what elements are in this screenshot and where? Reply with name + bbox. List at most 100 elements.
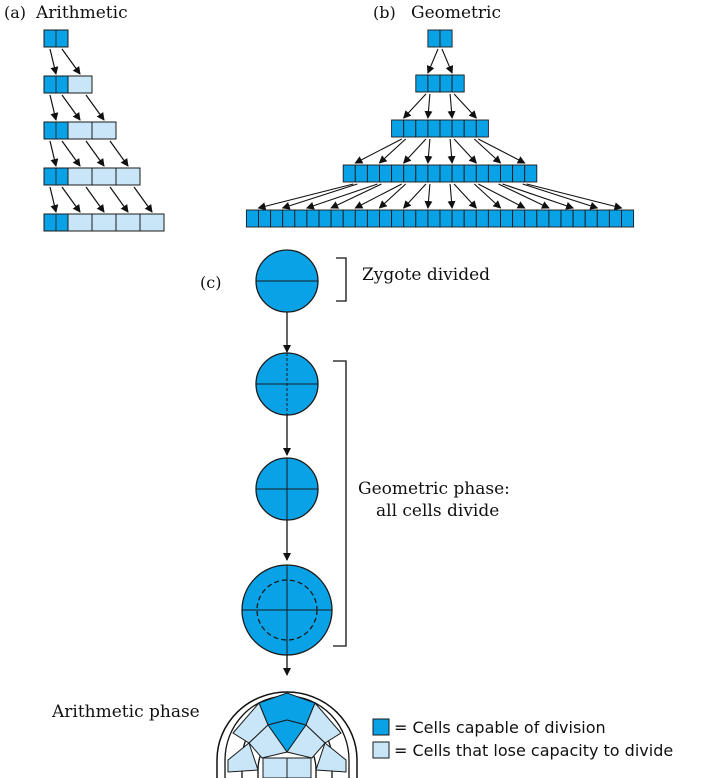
geo-cell — [294, 209, 308, 228]
geo-arrow — [424, 183, 433, 209]
legend-label-dividing: = Cells capable of division — [394, 718, 606, 737]
geo-cell — [415, 164, 429, 183]
geo-cell — [512, 209, 526, 228]
panel-a-title: Arithmetic — [35, 3, 128, 23]
geo-cell — [415, 119, 429, 138]
geo-arrow — [441, 48, 454, 74]
geo-cell — [596, 209, 610, 228]
arith-arrow — [85, 140, 105, 167]
arith-cell-non-dividing — [91, 213, 117, 232]
geo-cell — [427, 164, 441, 183]
legend-swatch-dividing — [372, 718, 390, 736]
zygote-label: Zygote divided — [362, 265, 490, 285]
arith-arrow — [61, 140, 81, 167]
bracket-zygote — [336, 257, 347, 302]
panel-b-marker: (b) — [373, 3, 396, 22]
geo-cell — [282, 209, 296, 228]
geo-cell — [500, 164, 514, 183]
arith-arrow — [109, 140, 129, 167]
geo-cell — [560, 209, 574, 228]
arith-arrow — [133, 186, 153, 213]
geo-arrow — [522, 183, 599, 210]
geo-arrow — [498, 183, 550, 209]
zygote-divided-circle — [255, 249, 319, 313]
geo-arrow — [257, 183, 354, 211]
arith-cell-non-dividing — [67, 213, 93, 232]
geo-cell — [451, 209, 465, 228]
geo-cell — [512, 164, 526, 183]
arith-cell-non-dividing — [139, 213, 165, 232]
arithmetic-cascade — [43, 29, 165, 232]
geo-cell — [475, 119, 489, 138]
geo-arrow — [378, 183, 407, 209]
geo-cell — [342, 164, 356, 183]
geo-cell — [524, 209, 538, 228]
geo-cell — [354, 164, 368, 183]
geo-cell — [487, 209, 501, 228]
geo-cell — [475, 209, 489, 228]
geo-cell — [366, 164, 380, 183]
geometric-phase-label-line2: all cells divide — [376, 501, 499, 521]
bracket-geometric-phase — [333, 360, 347, 647]
geo-arrow — [403, 93, 427, 119]
geo-cell — [403, 209, 417, 228]
geo-cell — [270, 209, 284, 228]
geo-arrow — [403, 138, 427, 164]
geo-cell — [342, 209, 356, 228]
geo-cell — [451, 119, 465, 138]
arith-cell-non-dividing — [115, 167, 141, 186]
arith-cell-non-dividing — [91, 121, 117, 140]
geo-cell — [354, 209, 368, 228]
geo-arrow — [478, 183, 526, 209]
geo-arrow — [378, 138, 407, 164]
legend-label-non-dividing: = Cells that lose capacity to divide — [394, 741, 673, 760]
arith-arrow — [49, 94, 59, 121]
arith-cell-non-dividing — [91, 167, 117, 186]
arith-arrow — [61, 48, 81, 75]
panel-a-marker: (a) — [4, 3, 26, 22]
geo-cell — [306, 209, 320, 228]
geo-cell — [439, 74, 453, 93]
geo-cell — [451, 164, 465, 183]
arith-arrow — [61, 186, 81, 213]
geo-arrow — [281, 183, 358, 210]
geo-arrow — [453, 138, 477, 164]
geo-arrow — [473, 183, 502, 209]
geo-cell — [584, 209, 598, 228]
geo-cell — [391, 209, 405, 228]
arithmetic-phase-embryo — [216, 691, 358, 778]
geo-cell — [258, 209, 272, 228]
geo-arrow — [305, 183, 378, 210]
geo-cell — [524, 164, 538, 183]
geo-cell — [427, 74, 441, 93]
geo-cell — [463, 164, 477, 183]
geo-cell — [439, 29, 453, 48]
geometric-cascade — [245, 29, 635, 228]
arith-arrow — [49, 48, 59, 75]
geo-cell — [439, 119, 453, 138]
geo-cell — [463, 209, 477, 228]
arith-arrow — [61, 94, 81, 121]
geo-cell — [548, 209, 562, 228]
geo-cell — [415, 209, 429, 228]
geo-cell — [572, 209, 586, 228]
arith-cell-non-dividing — [67, 167, 93, 186]
panel-b-title: Geometric — [411, 3, 501, 23]
geo-arrow — [354, 183, 402, 209]
geo-cell — [379, 209, 393, 228]
arith-cell-non-dividing — [67, 121, 93, 140]
geo-cell — [439, 164, 453, 183]
geo-arrow — [447, 183, 456, 209]
geo-cell — [403, 119, 417, 138]
legend-swatch-non-dividing — [372, 741, 390, 759]
geo-arrow — [478, 138, 526, 164]
geo-cell — [366, 209, 380, 228]
geo-cell — [391, 119, 405, 138]
geo-cell — [391, 164, 405, 183]
geo-cell — [427, 29, 441, 48]
four-cell-circle-1 — [255, 352, 319, 416]
geo-cell — [451, 74, 465, 93]
geo-arrow — [426, 48, 439, 74]
geo-cell — [330, 209, 344, 228]
